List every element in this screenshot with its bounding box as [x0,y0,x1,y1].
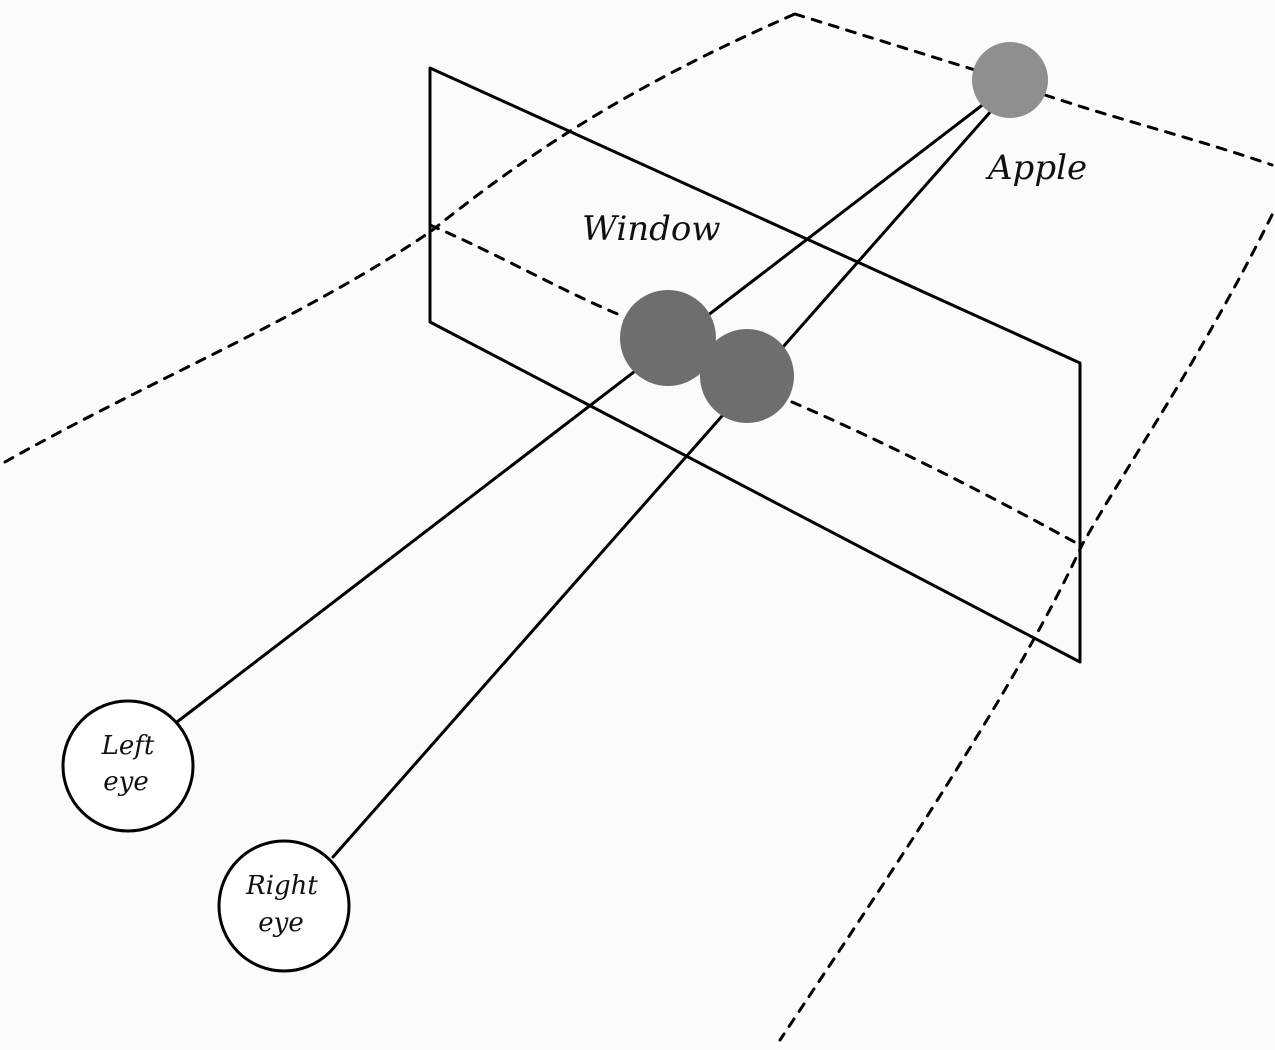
right-eye [217,839,351,973]
window-frame [428,66,1082,664]
apple-label: Apple [985,148,1087,188]
left-eye-label-line1: Left [101,731,155,761]
left-eye-label-line2: eye [103,767,148,797]
window-label: Window [582,209,720,249]
apple [972,42,1048,118]
right-eye-label-line1: Right [245,871,318,901]
window-image-left-eye [620,290,716,386]
plane-dashed-top-right-edge [1043,93,1274,167]
left-eye-sight-line [175,101,987,724]
window-image-right-eye [700,329,794,423]
plane-dashed-right-edge [778,213,1274,1042]
plane-dashed-middle-right [790,400,1082,547]
plane-dashed-top-edge [793,12,977,72]
plane-dashed-left-edge [3,12,797,464]
plane-dashed-middle-left [428,223,622,317]
left-eye [61,699,195,833]
right-eye-sight-line [331,108,994,859]
right-eye-label-line2: eye [258,908,303,938]
